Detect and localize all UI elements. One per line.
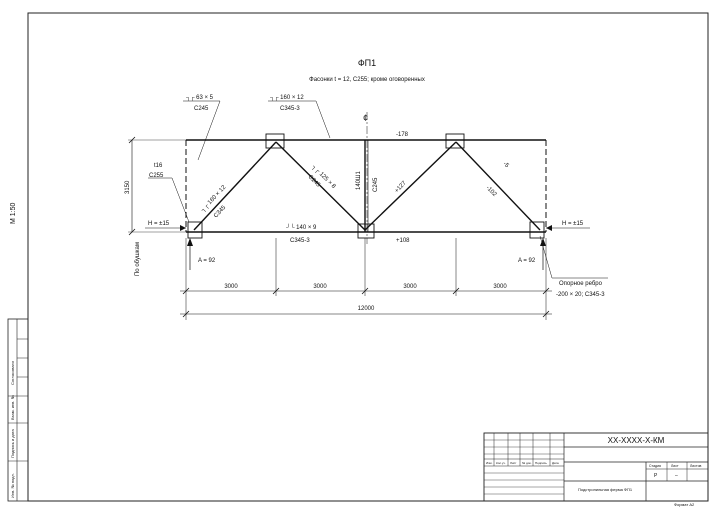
brace-1 [193,141,277,231]
height-dimension: 3150 [125,180,131,194]
brace-3 [364,141,457,231]
tb-col-count: Кол.уч. [496,461,506,465]
diag-force-3: -5 [502,161,510,169]
diag-force-2: -102 [485,185,498,198]
drawing-title: ФП1 [358,58,376,68]
reaction-left: A = 92 [198,258,216,264]
bottom-chord-force: +108 [396,238,410,244]
horizontal-left: H = ±15 [148,221,170,227]
tb-drawing-name: Подстропильная ферма ФП1 [578,487,633,492]
tb-stage-value: Р [654,473,658,479]
leader-top-chord [268,100,331,139]
drawing-subtitle: Фасонки t = 12, С255; кроме оговоренных [309,77,425,83]
diag-force-1: +127 [394,180,408,194]
height-note: По обушкам [135,242,141,276]
bottom-chord-section: ┘└ 140 × 9 [286,223,317,231]
document-code: ХХ-ХХХХ-Х-КМ [608,436,665,445]
tb-stage-header: Стадия [649,464,661,468]
panel-dimension-1: 3000 [224,284,238,290]
arrowheads [180,225,552,246]
support-plate [529,221,545,239]
post-section: 140Ш1 [356,170,362,190]
top-chord-force: -178 [396,132,409,138]
gusset-plate [265,133,285,149]
post-steel: С245 [373,177,379,192]
left-brace-a-steel: С245 [194,106,209,112]
title-block [483,432,709,502]
horizontal-right: H = ±15 [562,221,584,227]
support-plate [187,221,203,239]
tb-sheets-header: Листов [690,464,702,468]
leader-left-brace [183,100,221,161]
tb-sheet-value: – [675,473,678,479]
support-rib-spec: -200 × 20; С345-3 [556,292,605,298]
left-brace-a-section: ┐┌ 63 × 5 [186,95,214,101]
leader-plate [148,177,190,223]
tb-sheet-header: Лист [671,464,679,468]
total-dimension: 12000 [358,306,375,312]
tb-col-change: Изм. [486,461,493,465]
tb-col-date: Дата [552,461,559,465]
side-stamp-frame [7,318,29,502]
panel-dimension-3: 3000 [403,284,417,290]
top-chord-section: ┐┌ 160 × 12 [270,95,304,101]
scale-label: М 1:50 [10,202,17,224]
tb-col-doc: № док. [522,461,532,465]
dim-ticks [128,136,550,318]
gusset-plate [357,223,375,239]
side-stamp-replace: Взам. инв. № [10,395,15,420]
sheet-frame [27,12,709,502]
panel-dimension-2: 3000 [313,284,327,290]
tb-col-sheet: Лист [510,461,517,465]
plate-thickness: t16 [154,163,163,169]
panel-dimension-4: 3000 [493,284,507,290]
side-stamp-inventory: Инв. № подл. [10,473,15,498]
support-rib-title: Опорное ребро [559,281,603,287]
sheet-format: Формат А2 [674,502,695,507]
tb-col-signature: Подпись [535,461,547,465]
brace-2 [275,141,366,231]
gusset-plate [445,133,465,149]
brace-4 [455,141,541,231]
side-stamp-agreed: Согласовано [10,360,15,385]
bottom-chord-steel: С345-3 [290,238,310,244]
plate-steel: С255 [149,173,164,179]
top-chord-steel: С345-3 [280,106,300,112]
reaction-right: A = 92 [518,258,536,264]
axis-mark: ¢ [363,113,368,123]
truss [128,100,608,320]
side-stamp-signature: Подпись и дата [10,428,15,458]
